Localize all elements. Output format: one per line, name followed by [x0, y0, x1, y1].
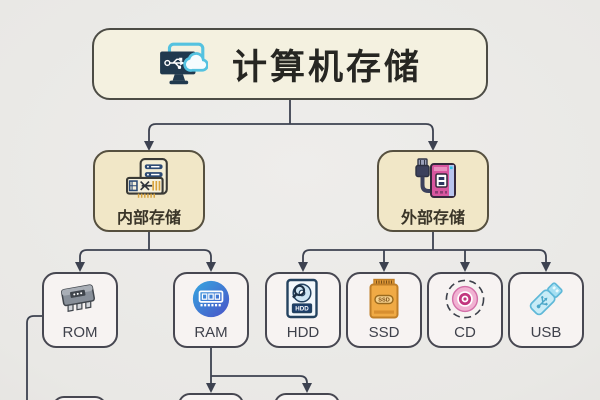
ram-label: RAM: [194, 324, 228, 341]
node-usb: USB: [508, 272, 584, 348]
hdd-label: HDD: [286, 324, 320, 341]
internal-storage-label: 内部存储: [116, 210, 181, 227]
node-ssd: SSD SSD: [346, 272, 422, 348]
external-storage-label: 外部存储: [400, 210, 465, 227]
ram-stick-icon: [175, 274, 247, 324]
cutoff-node-middle: [178, 393, 244, 400]
cutoff-node-right: [274, 393, 340, 400]
hdd-badge-text: HDD: [295, 306, 309, 313]
ssd-card-icon: SSD: [348, 274, 420, 324]
server-memory-card-icon: [126, 158, 172, 202]
node-computer-storage: 计算机存储: [92, 28, 488, 100]
hard-disk-icon: HDD: [267, 274, 339, 324]
usb-label: USB: [530, 324, 562, 341]
node-rom: ROM: [42, 272, 118, 348]
node-external-storage: 外部存储: [377, 150, 489, 232]
cutoff-node-left: [52, 396, 107, 400]
computer-cloud-icon: [158, 42, 208, 86]
ssd-label: SSD: [368, 324, 400, 341]
usb-flash-icon: [510, 274, 582, 324]
rom-label: ROM: [62, 324, 98, 341]
node-ram: RAM: [173, 272, 249, 348]
node-hdd: HDD HDD: [265, 272, 341, 348]
cd-label: CD: [454, 324, 476, 341]
usb-cable-drive-icon: [410, 158, 456, 202]
cd-disc-icon: [429, 274, 501, 324]
rom-chip-icon: [44, 274, 116, 324]
ssd-badge-text: SSD: [378, 297, 390, 303]
node-internal-storage: 内部存储: [93, 150, 205, 232]
root-title: 计算机存储: [231, 47, 422, 87]
node-cd: CD: [427, 272, 503, 348]
